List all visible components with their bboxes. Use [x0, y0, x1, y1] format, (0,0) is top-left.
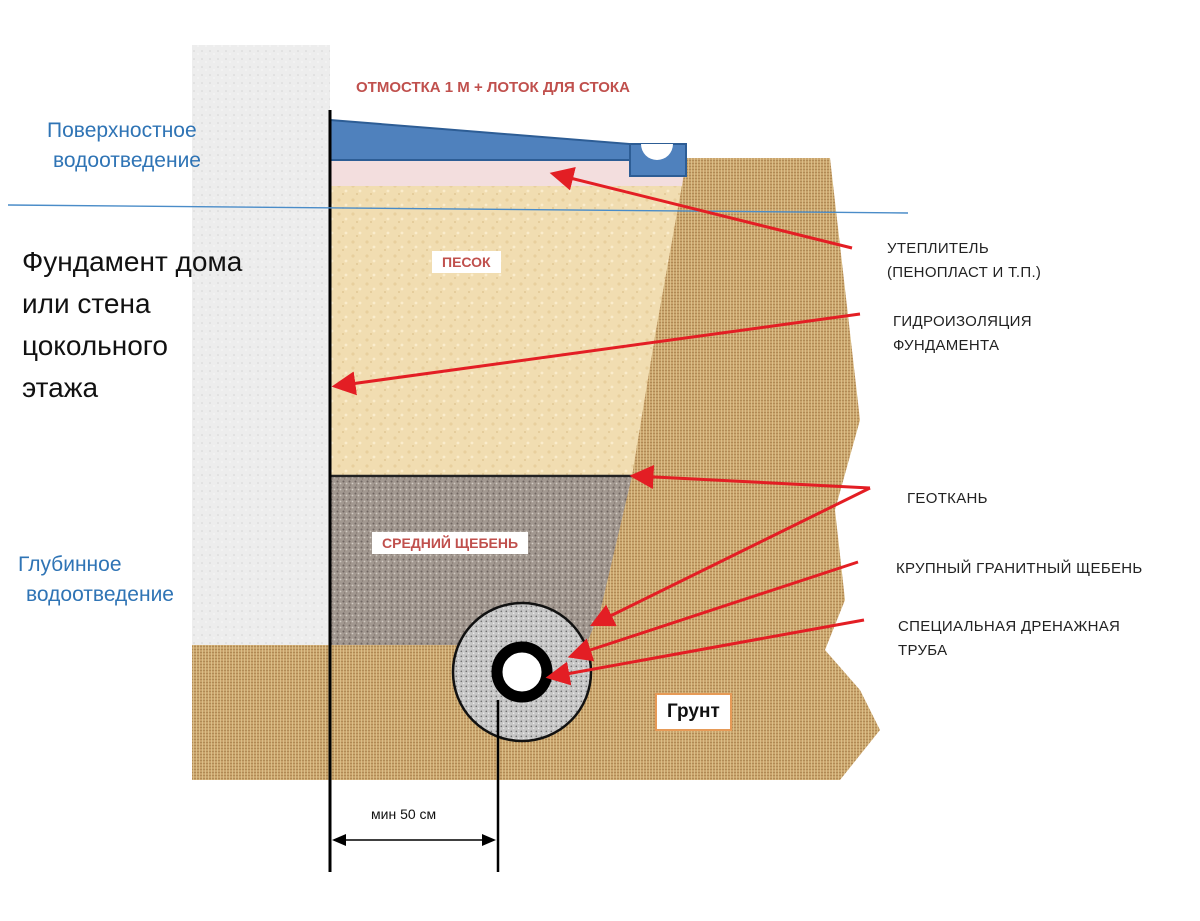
- granite-callout: КРУПНЫЙ ГРАНИТНЫЙ ЩЕБЕНЬ: [896, 557, 1143, 581]
- foundation-line-2: или стена: [22, 288, 151, 319]
- deep-drainage-label: Глубинное водоотведение: [18, 550, 174, 610]
- gravel-layer: [330, 476, 632, 645]
- pipe-callout-line-1: СПЕЦИАЛЬНАЯ ДРЕНАЖНАЯ: [898, 618, 1121, 635]
- foundation-line-1: Фундамент дома: [22, 246, 243, 277]
- foundation-line-3: цокольного: [22, 330, 168, 361]
- arrow-geotextile-bottom: [589, 486, 871, 627]
- deep-drainage-line-1: Глубинное: [18, 553, 122, 576]
- geotextile-callout: ГЕОТКАНЬ: [907, 487, 988, 511]
- granite-callout-line-1: КРУПНЫЙ ГРАНИТНЫЙ ЩЕБЕНЬ: [896, 560, 1143, 577]
- blind-area-slab: [329, 118, 631, 161]
- dimension-arrow-left: [332, 834, 346, 846]
- dimension-label: мин 50 см: [371, 806, 437, 822]
- surface-drainage-line-2: водоотведение: [53, 149, 201, 172]
- drain-tray-channel: [641, 144, 673, 160]
- insulation-callout: УТЕПЛИТЕЛЬ (ПЕНОПЛАСТ И Т.П.): [887, 237, 1041, 285]
- drain-pipe: [491, 641, 553, 703]
- waterproofing-callout-line-1: ГИДРОИЗОЛЯЦИЯ: [893, 313, 1032, 330]
- waterproofing-callout: ГИДРОИЗОЛЯЦИЯ ФУНДАМЕНТА: [893, 310, 1032, 358]
- arrow-insulation: [549, 167, 853, 250]
- gravel-label: СРЕДНИЙ ЩЕБЕНЬ: [372, 532, 529, 554]
- arrow-waterproofing: [331, 312, 861, 396]
- sand-layer: [330, 185, 682, 476]
- foundation-label: Фундамент дома или стена цокольного этаж…: [22, 241, 242, 409]
- pipe-callout-line-2: ТРУБА: [898, 642, 948, 659]
- callout-arrows: [331, 167, 871, 686]
- pipe-callout: СПЕЦИАЛЬНАЯ ДРЕНАЖНАЯ ТРУБА: [898, 615, 1120, 663]
- deep-drainage-line-2: водоотведение: [26, 583, 174, 606]
- surface-level-line: [7, 204, 909, 214]
- dimension-arrow-right: [482, 834, 496, 846]
- foundation-line-4: этажа: [22, 372, 99, 403]
- arrow-granite: [567, 560, 859, 662]
- waterproofing-callout-line-2: ФУНДАМЕНТА: [893, 337, 1000, 354]
- geotextile-callout-line-1: ГЕОТКАНЬ: [907, 490, 988, 507]
- insulation-callout-line-1: УТЕПЛИТЕЛЬ: [887, 240, 989, 257]
- arrow-geotextile-top: [629, 465, 871, 490]
- arrow-pipe: [545, 618, 865, 686]
- insulation-layer: [330, 160, 686, 186]
- sand-label: ПЕСОК: [432, 251, 501, 273]
- surface-drainage-label: Поверхностное водоотведение: [47, 116, 201, 176]
- surface-drainage-line-1: Поверхностное: [47, 119, 197, 142]
- insulation-callout-line-2: (ПЕНОПЛАСТ И Т.П.): [887, 264, 1042, 281]
- foundation-wall: [192, 45, 330, 645]
- blind-area-title: ОТМОСТКА 1 М + ЛОТОК ДЛЯ СТОКА: [356, 79, 630, 96]
- soil-label: Грунт: [655, 693, 732, 731]
